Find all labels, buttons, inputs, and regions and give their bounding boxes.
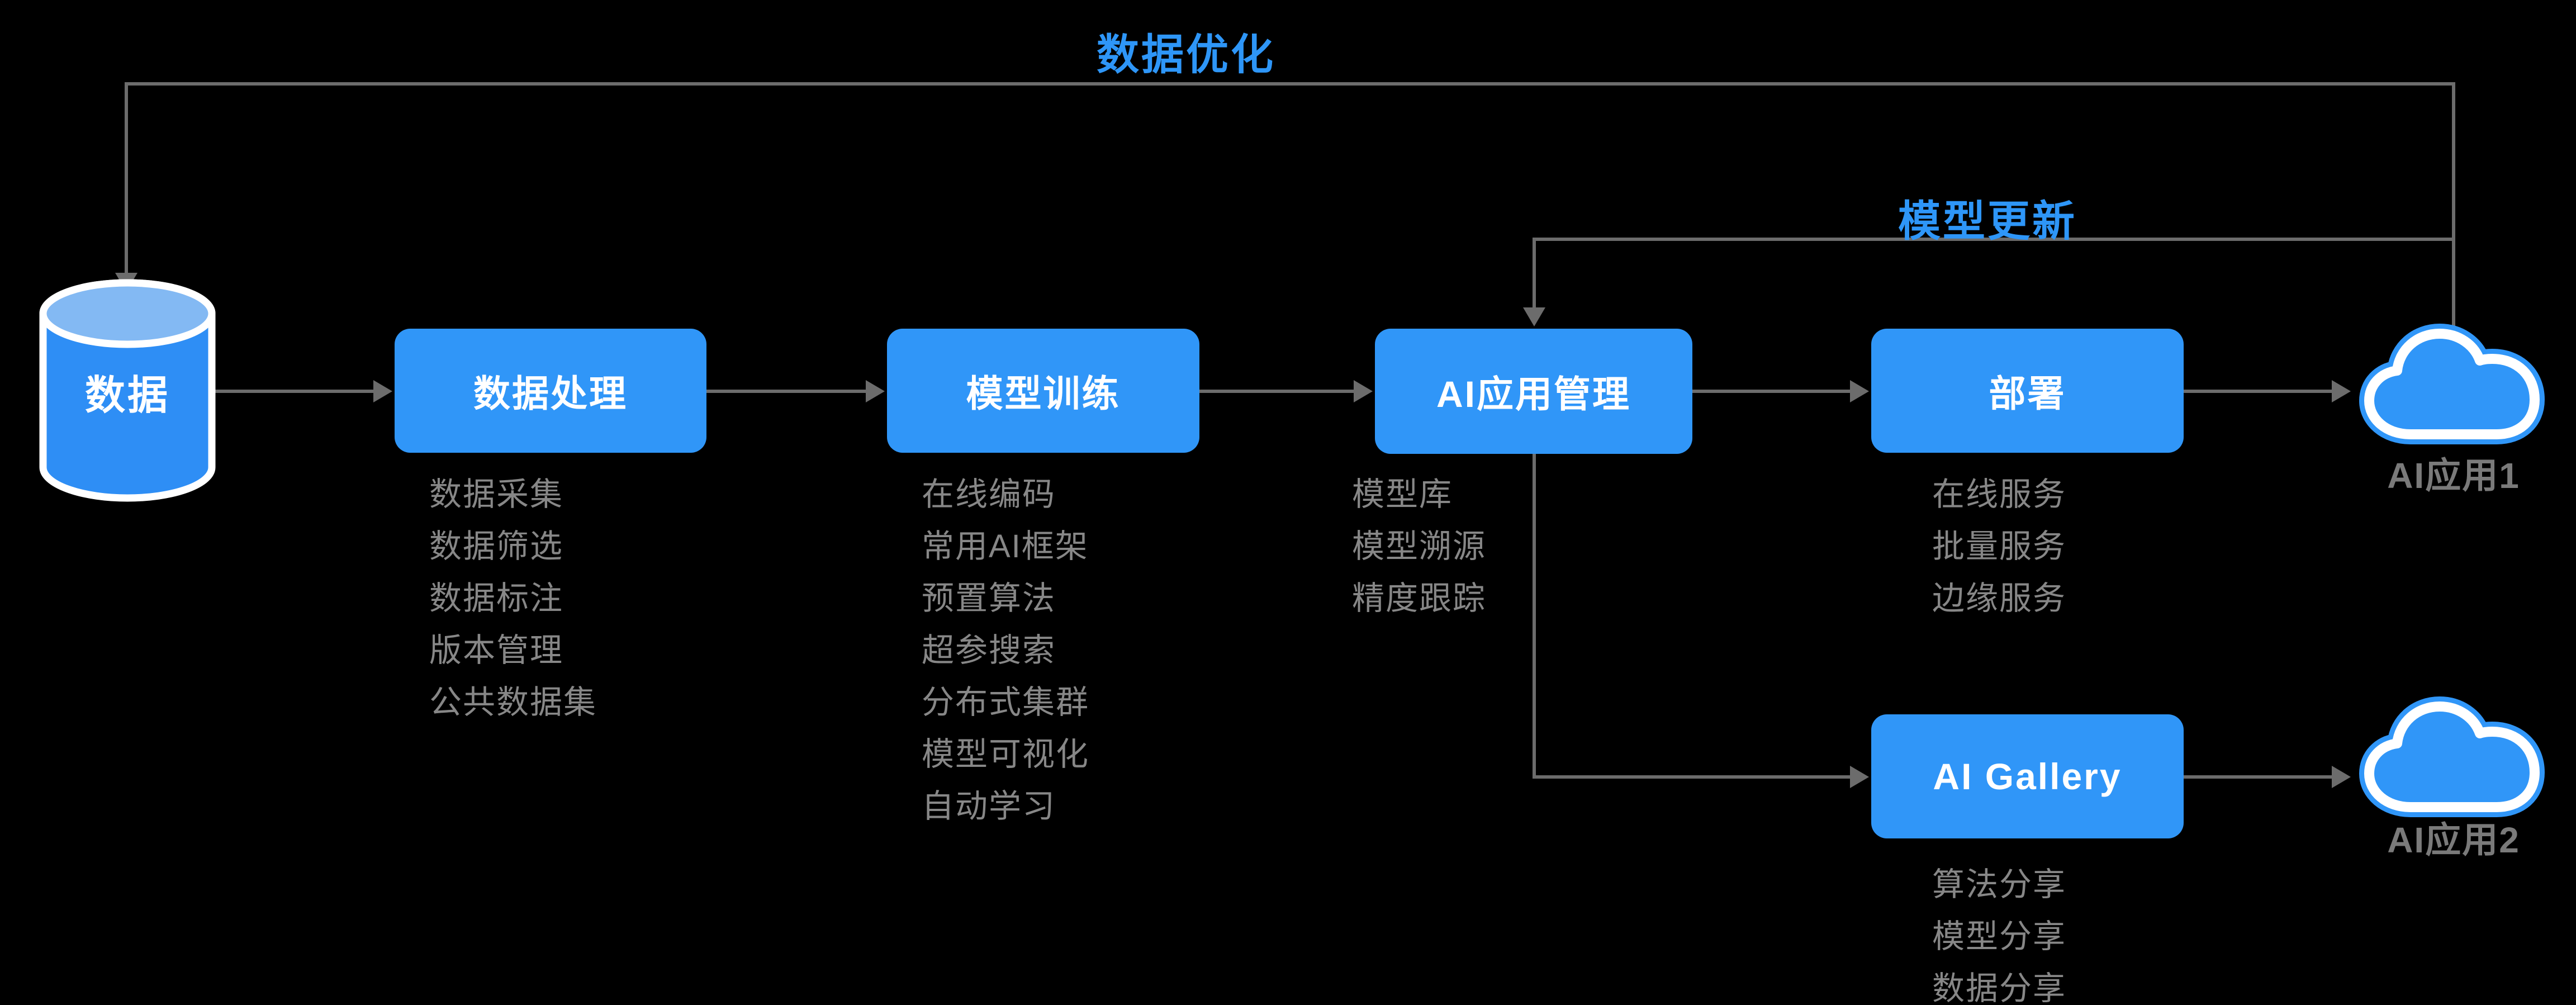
node-ai-app-management: AI应用管理 (1375, 329, 1692, 454)
node-data-processing: 数据处理 (395, 329, 706, 453)
list-item: 数据标注 (429, 580, 564, 617)
ai-gallery-feature-list: 算法分享 模型分享 数据分享 (1932, 859, 2066, 1005)
list-item: 超参搜索 (922, 632, 1056, 669)
database-cylinder-icon (39, 279, 216, 502)
list-item: 边缘服务 (1932, 580, 2067, 617)
list-item: 常用AI框架 (922, 528, 1089, 565)
node-title: AI Gallery (1933, 756, 2122, 797)
arrowhead-into-ai-app-management-left (1354, 380, 1373, 402)
cloud-ai-app-2-label: AI应用2 (2387, 820, 2520, 860)
list-item: 精度跟踪 (1352, 580, 1487, 617)
list-item: 数据分享 (1932, 970, 2067, 1005)
model-training-feature-list: 在线编码 常用AI框架 预置算法 超参搜索 分布式集群 模型可视化 自动学习 (922, 468, 1089, 832)
data-processing-feature-list: 数据采集 数据筛选 数据标注 版本管理 公共数据集 (429, 468, 597, 728)
ai-app-management-feature-list: 模型库 模型溯源 精度跟踪 (1352, 468, 1486, 624)
list-item: 数据采集 (429, 476, 564, 513)
list-item: 模型可视化 (922, 736, 1090, 772)
arrowhead-into-ai-app-management (1523, 307, 1545, 326)
list-item: 模型库 (1352, 476, 1453, 513)
flow-line-model-update (1533, 238, 2454, 309)
arrowhead-into-data-processing (373, 380, 392, 402)
arrowhead-into-cloud2 (2332, 766, 2351, 788)
cloud-icon-ai-app-1 (2359, 324, 2545, 444)
cloud-ai-app-1-label: AI应用1 (2387, 456, 2520, 496)
node-title: AI应用管理 (1436, 373, 1631, 415)
list-item: 批量服务 (1932, 528, 2067, 565)
list-item: 在线编码 (922, 476, 1056, 513)
node-title: 部署 (1989, 373, 2066, 414)
arrowhead-into-deployment (1850, 380, 1869, 402)
list-item: 模型溯源 (1352, 528, 1487, 565)
database-label: 数据 (84, 373, 170, 418)
list-item: 模型分享 (1932, 918, 2067, 955)
node-title: 数据处理 (473, 373, 628, 414)
node-deployment: 部署 (1871, 329, 2184, 453)
data-optimization-label: 数据优化 (1097, 31, 1275, 79)
node-title: 模型训练 (966, 373, 1121, 414)
list-item: 数据筛选 (429, 528, 564, 565)
list-item: 分布式集群 (922, 684, 1090, 720)
deployment-feature-list: 在线服务 批量服务 边缘服务 (1932, 468, 2066, 624)
arrowhead-into-cloud1 (2332, 380, 2351, 402)
list-item: 算法分享 (1932, 866, 2067, 903)
cloud-icon-ai-app-2 (2359, 696, 2545, 817)
flow-line-ai-app-management-to-ai-gallery (1533, 454, 1850, 779)
flow-line-data-optimization (125, 82, 2455, 335)
arrowhead-into-model-training (866, 380, 885, 402)
list-item: 预置算法 (922, 580, 1056, 617)
list-item: 在线服务 (1932, 476, 2067, 513)
node-ai-gallery: AI Gallery (1871, 714, 2184, 838)
list-item: 版本管理 (429, 632, 564, 669)
list-item: 自动学习 (922, 788, 1056, 824)
list-item: 公共数据集 (429, 684, 597, 720)
node-model-training: 模型训练 (887, 329, 1199, 453)
model-update-label: 模型更新 (1898, 198, 2077, 245)
arrowhead-into-ai-gallery (1850, 766, 1869, 788)
